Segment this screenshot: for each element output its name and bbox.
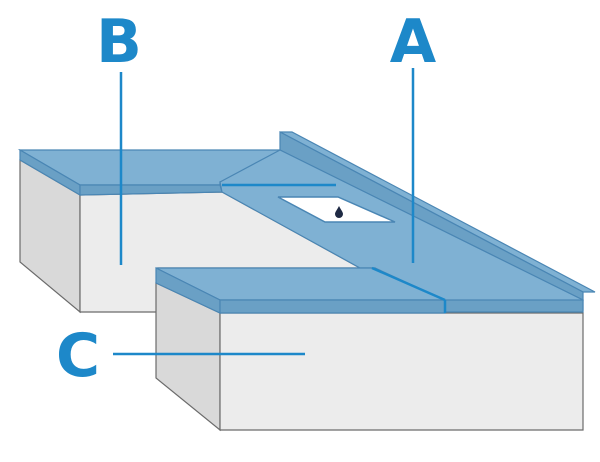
countertop-c-front-edge xyxy=(219,299,446,314)
sink-drain-icon xyxy=(335,206,343,218)
label-b: B xyxy=(96,7,142,77)
countertop-a xyxy=(219,149,584,313)
front-cabinet-front-face xyxy=(219,312,584,431)
leader-lines xyxy=(113,68,415,356)
label-a: A xyxy=(390,7,437,77)
countertop-b xyxy=(17,148,281,197)
seam-ac xyxy=(371,266,446,302)
rear-cabinet xyxy=(19,158,361,314)
sink-cutout xyxy=(277,196,396,223)
countertop-c xyxy=(155,267,446,314)
seams xyxy=(222,183,447,313)
front-cabinet xyxy=(155,282,584,432)
sink-outline xyxy=(277,196,396,223)
countertop-a-front-edge xyxy=(444,299,584,313)
label-c: C xyxy=(56,321,100,391)
